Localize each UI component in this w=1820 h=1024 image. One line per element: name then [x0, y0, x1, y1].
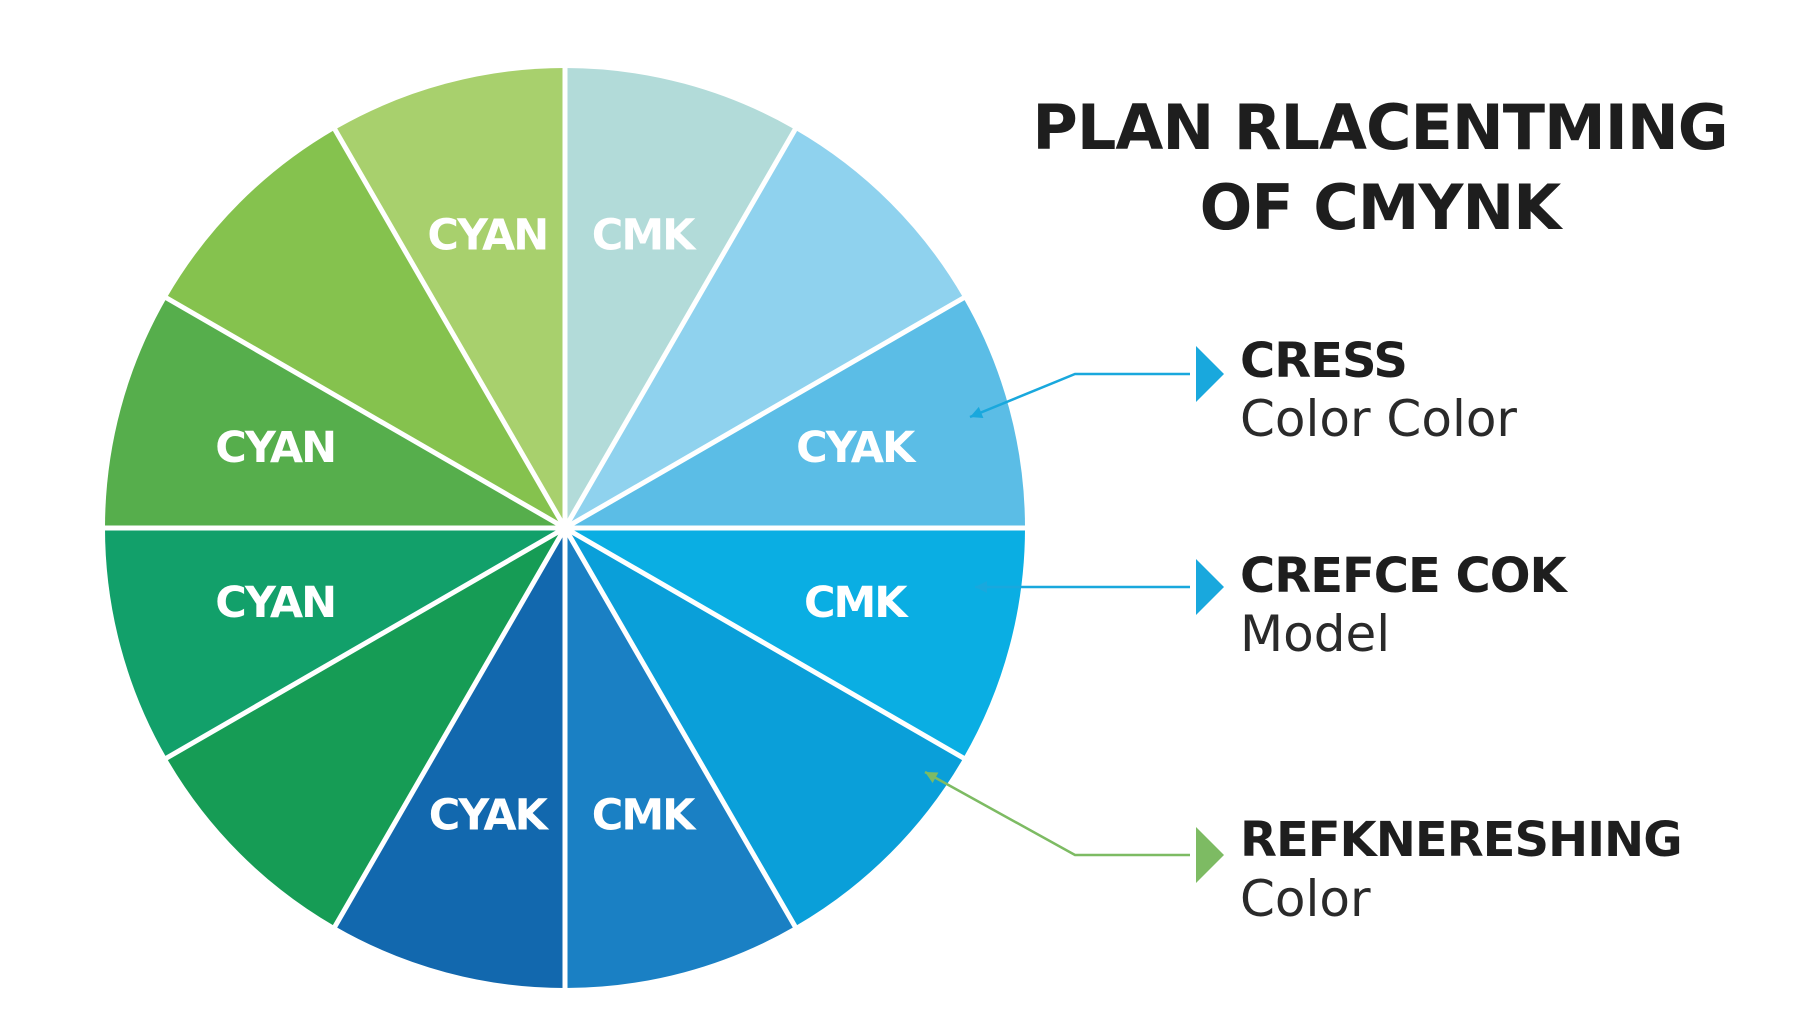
diagram-title: PLAN RLACENTMING OF CMYNK [960, 88, 1800, 248]
segment-divider [563, 525, 967, 762]
title-line-2: OF CMYNK [1199, 171, 1562, 244]
legend-marker-triangle-icon [1196, 346, 1224, 402]
wheel-center [556, 519, 574, 537]
wheel-segment [105, 298, 565, 528]
legend-3-heading: REFKNERESHING [1240, 812, 1683, 868]
connector-arrowhead [925, 772, 939, 784]
segment-label: CYAN [215, 578, 335, 628]
title-line-1: PLAN RLACENTMING [1032, 91, 1728, 164]
segment-label: CMK [592, 211, 697, 261]
wheel-segment [565, 528, 1025, 758]
wheel-segment [565, 528, 964, 927]
segment-divider [163, 294, 567, 531]
legend-connector-line [969, 372, 1190, 419]
segment-divider [163, 525, 567, 762]
wheel-segment [105, 528, 565, 758]
legend-connector-line [924, 770, 1190, 857]
legend-1-subtitle: Color Color [1240, 390, 1517, 448]
segment-label: CYAK [429, 790, 550, 840]
segment-label: CYAN [215, 423, 335, 473]
legend-connectors [924, 346, 1224, 883]
legend-marker-triangle-icon [1196, 559, 1224, 615]
segment-divider [331, 526, 568, 930]
segment-label: CYAK [796, 423, 917, 473]
wheel-segment-labels: CMK CYAK CMK CMK CYAK CYAN CYAN CYAN [215, 211, 919, 841]
wheel-segment [335, 68, 565, 528]
wheel-segment [335, 528, 565, 988]
segment-divider [563, 294, 967, 531]
wheel-segment [166, 528, 566, 927]
segment-divider [331, 126, 568, 530]
legend-2-subtitle: Model [1240, 605, 1391, 663]
legend-2-heading: CREFCE COK [1240, 548, 1567, 604]
segment-label: CMK [804, 578, 909, 628]
connector-arrowhead [975, 581, 987, 593]
wheel-segment [565, 129, 964, 529]
segment-divider [562, 526, 799, 930]
wheel-segment [565, 298, 1025, 528]
segment-label: CMK [592, 790, 697, 840]
wheel-segment [565, 528, 795, 988]
legend-marker-triangle-icon [1196, 827, 1224, 883]
segment-divider [562, 126, 799, 530]
wheel-dividers [103, 66, 1027, 990]
wheel-segment [166, 129, 566, 529]
wheel-segments [105, 68, 1025, 988]
legend-1-heading: CRESS [1240, 333, 1408, 389]
connector-arrowhead [970, 406, 984, 419]
wheel-segment [565, 68, 795, 528]
legend-3-subtitle: Color [1240, 870, 1371, 928]
segment-label: CYAN [427, 211, 547, 261]
